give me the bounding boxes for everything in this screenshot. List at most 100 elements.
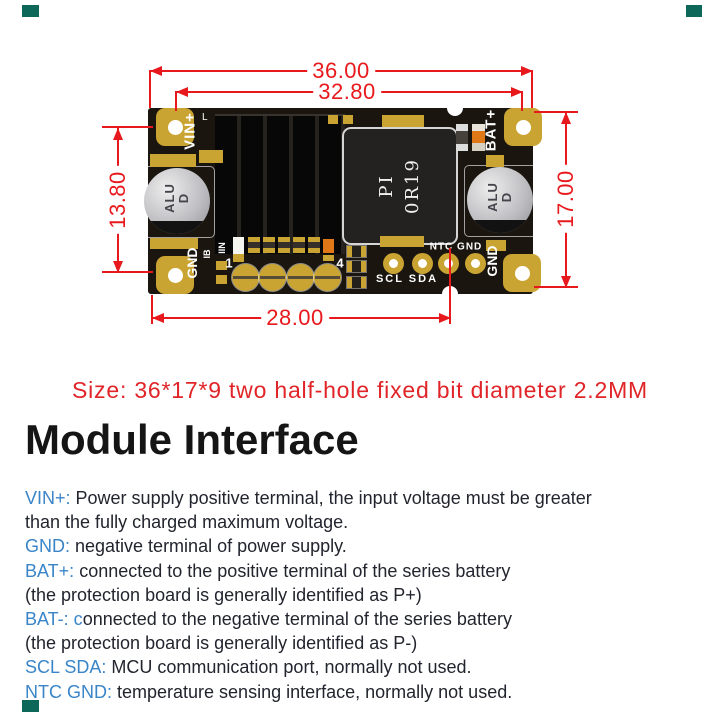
ib-label: IB (202, 249, 212, 259)
arrowhead (176, 87, 188, 97)
inductor-pad-top (382, 115, 424, 127)
smd-pad (486, 155, 504, 167)
capacitor-right: ALU D (467, 167, 533, 233)
interface-line: GND: negative terminal of power supply. (25, 534, 592, 558)
line-text: temperature sensing interface, normally … (112, 681, 513, 702)
smd-resistor (347, 261, 366, 272)
smd-resistor (278, 237, 290, 253)
vin-label: VIN+ (181, 112, 199, 150)
capacitor-marking: ALU D (162, 183, 191, 214)
mounting-pad-bat (504, 108, 542, 146)
extension-line (534, 286, 578, 288)
mounting-pad-vin (156, 108, 194, 146)
smd-resistor (293, 237, 305, 253)
line-text: onnected to the negative terminal of the… (82, 609, 512, 630)
interface-line: than the fully charged maximum voltage. (25, 510, 592, 534)
dimension-28: 28.00 (261, 305, 329, 331)
ntc-gnd-label: NTC GND (429, 241, 483, 253)
inductor: PI 0R19 (342, 127, 458, 245)
arrowhead (113, 261, 123, 273)
interface-line: (the protection board is generally ident… (25, 583, 592, 607)
capacitor-polarity-stripe (144, 221, 210, 234)
line-text: Power supply positive terminal, the inpu… (70, 488, 592, 508)
extension-line (175, 91, 177, 111)
arrowhead (521, 66, 533, 76)
l-mark: L (202, 112, 208, 123)
pin-name: VIN+: (25, 488, 71, 508)
interface-line: BAT-: connected to the negative terminal… (25, 607, 592, 631)
arrowhead (152, 313, 164, 323)
line-text: (the protection board is generally ident… (25, 584, 422, 605)
line-text: than the fully charged maximum voltage. (25, 512, 349, 533)
interface-line: BAT+: connected to the positive terminal… (25, 559, 592, 583)
smd-component-orange (323, 239, 334, 253)
line-text: MCU communication port, normally not use… (106, 657, 472, 678)
extension-line (534, 111, 578, 113)
smd-pad (343, 115, 353, 124)
extension-line (151, 295, 153, 324)
smd-resistor (248, 237, 260, 253)
size-note: Size: 36*17*9 two half-hole fixed bit di… (72, 377, 648, 403)
half-hole-top (447, 100, 463, 116)
smd-resistor (308, 237, 320, 253)
interface-line: VIN+: Power supply positive terminal, th… (25, 486, 592, 510)
smd-pad (323, 255, 334, 261)
arrowhead (561, 276, 571, 288)
pin-name: SCL SDA: (25, 657, 107, 678)
page-title: Module Interface (25, 416, 359, 463)
line-text: (the protection board is generally ident… (25, 633, 418, 654)
corner-mark-top-left (22, 5, 39, 17)
pin4-label: 4 (336, 255, 344, 271)
inductor-pad-bottom (380, 236, 424, 247)
mounting-pad-gnd-left (156, 256, 194, 294)
dimension-13: 13.80 (105, 166, 131, 234)
interface-description: VIN+: Power supply positive terminal, th… (25, 486, 592, 704)
smd-pad (216, 261, 227, 270)
extension-line (149, 70, 151, 108)
smd-component-white (233, 237, 244, 262)
ntc-pin (438, 253, 459, 274)
interface-line: NTC GND: temperature sensing interface, … (25, 680, 592, 704)
scl-sda-label: SCL SDA (375, 273, 439, 285)
pin-name: NTC GND: (25, 681, 112, 702)
mounting-pad-gnd-right (503, 254, 541, 292)
gnd-right-label: GND (484, 245, 500, 277)
smd-pad (150, 154, 196, 167)
arrowhead (113, 128, 123, 140)
arrowhead (150, 66, 162, 76)
smd-pad (199, 150, 223, 163)
pin-name: GND: (25, 536, 70, 557)
led (472, 124, 485, 151)
jumper-pad-4 (314, 264, 341, 291)
arrowhead (439, 313, 451, 323)
capacitor-marking: ALU D (485, 182, 514, 213)
pin-name: BAT-: c (25, 609, 83, 630)
iin-label: IIN (217, 242, 227, 254)
gnd-left-label: GND (184, 247, 200, 279)
smd-pad (486, 240, 506, 251)
jumper-pad-2 (259, 264, 286, 291)
jumper-pad-3 (287, 264, 314, 291)
scl-pin (383, 253, 404, 274)
corner-mark-top-right (686, 5, 702, 17)
pin1-label: 1 (225, 255, 233, 271)
line-text: negative terminal of power supply. (70, 536, 347, 557)
extension-line (102, 271, 153, 273)
smd-resistor (263, 237, 275, 253)
interface-line: SCL SDA: MCU communication port, normall… (25, 655, 592, 679)
extension-line (102, 126, 153, 128)
smd-pad (216, 275, 227, 284)
capacitor-left: ALU D (144, 168, 210, 234)
capacitor-polarity-stripe (467, 220, 533, 233)
dimension-32: 32.80 (313, 79, 381, 105)
extension-line (521, 91, 523, 111)
arrowhead (561, 112, 571, 124)
extension-line (531, 70, 533, 108)
corner-mark-bottom-left (22, 700, 39, 712)
smd-pad (150, 238, 198, 249)
sda-pin (412, 253, 433, 274)
dimension-17: 17.00 (553, 165, 579, 233)
jumper-pad-1 (232, 264, 259, 291)
inductor-marking: PI 0R19 (376, 158, 423, 214)
